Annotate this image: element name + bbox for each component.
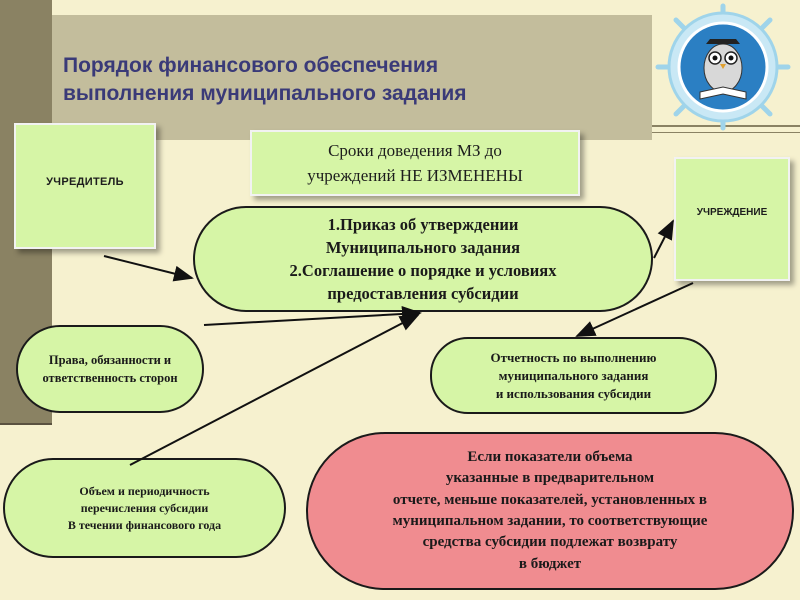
deadline-box: Сроки доведения МЗ до учреждений НЕ ИЗМЕ… xyxy=(250,130,580,196)
report-line-2: муниципального задания xyxy=(498,367,649,383)
order-line-1: 1.Приказ об утверждении xyxy=(327,215,519,234)
deadline-line-1: Сроки доведения МЗ до xyxy=(328,141,502,160)
volume-node: Объем и периодичность перечисления субси… xyxy=(3,458,286,558)
top-rule-thin xyxy=(652,132,800,133)
report-line-1: Отчетность по выполнению xyxy=(490,349,657,365)
reporting-node: Отчетность по выполнению муниципального … xyxy=(430,337,717,414)
order-line-3: 2.Соглашение о порядке и условиях xyxy=(289,261,557,280)
page-title: Порядок финансового обеспечения выполнен… xyxy=(63,52,583,108)
volume-line-1: Объем и периодичность xyxy=(79,483,210,498)
volume-line-3: В течении финансового года xyxy=(67,517,222,532)
order-line-2: Муниципального задания xyxy=(325,238,521,257)
institution-box: УЧРЕЖДЕНИЕ xyxy=(674,157,790,281)
return-condition-node: Если показатели объема указанные в предв… xyxy=(306,432,794,590)
return-line-3: отчете, меньше показателей, установленны… xyxy=(392,491,708,508)
arrow-order-to-institution xyxy=(653,219,674,259)
founder-label: УЧРЕДИТЕЛЬ xyxy=(46,176,124,188)
rights-line-1: Права, обязанности и xyxy=(48,353,172,367)
title-band xyxy=(52,15,652,140)
deadline-line-2: учреждений НЕ ИЗМЕНЕНЫ xyxy=(307,166,523,185)
return-line-1: Если показатели объема xyxy=(467,449,633,466)
title-line-2: выполнения муниципального задания xyxy=(63,82,467,105)
return-line-6: в бюджет xyxy=(518,555,582,572)
volume-line-2: перечисления субсидии xyxy=(80,500,209,515)
return-line-2: указанные в предварительном xyxy=(445,470,655,487)
left-decor-line xyxy=(0,423,52,425)
return-line-4: муниципальном задании, то соответствующи… xyxy=(392,513,708,529)
report-line-3: и использования субсидии xyxy=(495,385,652,401)
rights-node: Права, обязанности и ответственность сто… xyxy=(16,325,204,413)
institution-label: УЧРЕЖДЕНИЕ xyxy=(696,207,768,218)
order-agreement-node: 1.Приказ об утверждении Муниципального з… xyxy=(193,206,653,312)
top-rule xyxy=(652,125,800,127)
rights-line-2: ответственность сторон xyxy=(42,371,178,385)
founder-box: УЧРЕДИТЕЛЬ xyxy=(14,123,156,249)
arrow-rights-to-order xyxy=(203,306,422,326)
order-line-4: предоставления субсидии xyxy=(327,284,519,303)
return-line-5: средства субсидии подлежат возврату xyxy=(422,534,678,551)
title-line-1: Порядок финансового обеспечения xyxy=(63,54,439,77)
owl-book-logo-icon xyxy=(655,3,791,131)
arrow-founder-to-order xyxy=(103,255,194,282)
